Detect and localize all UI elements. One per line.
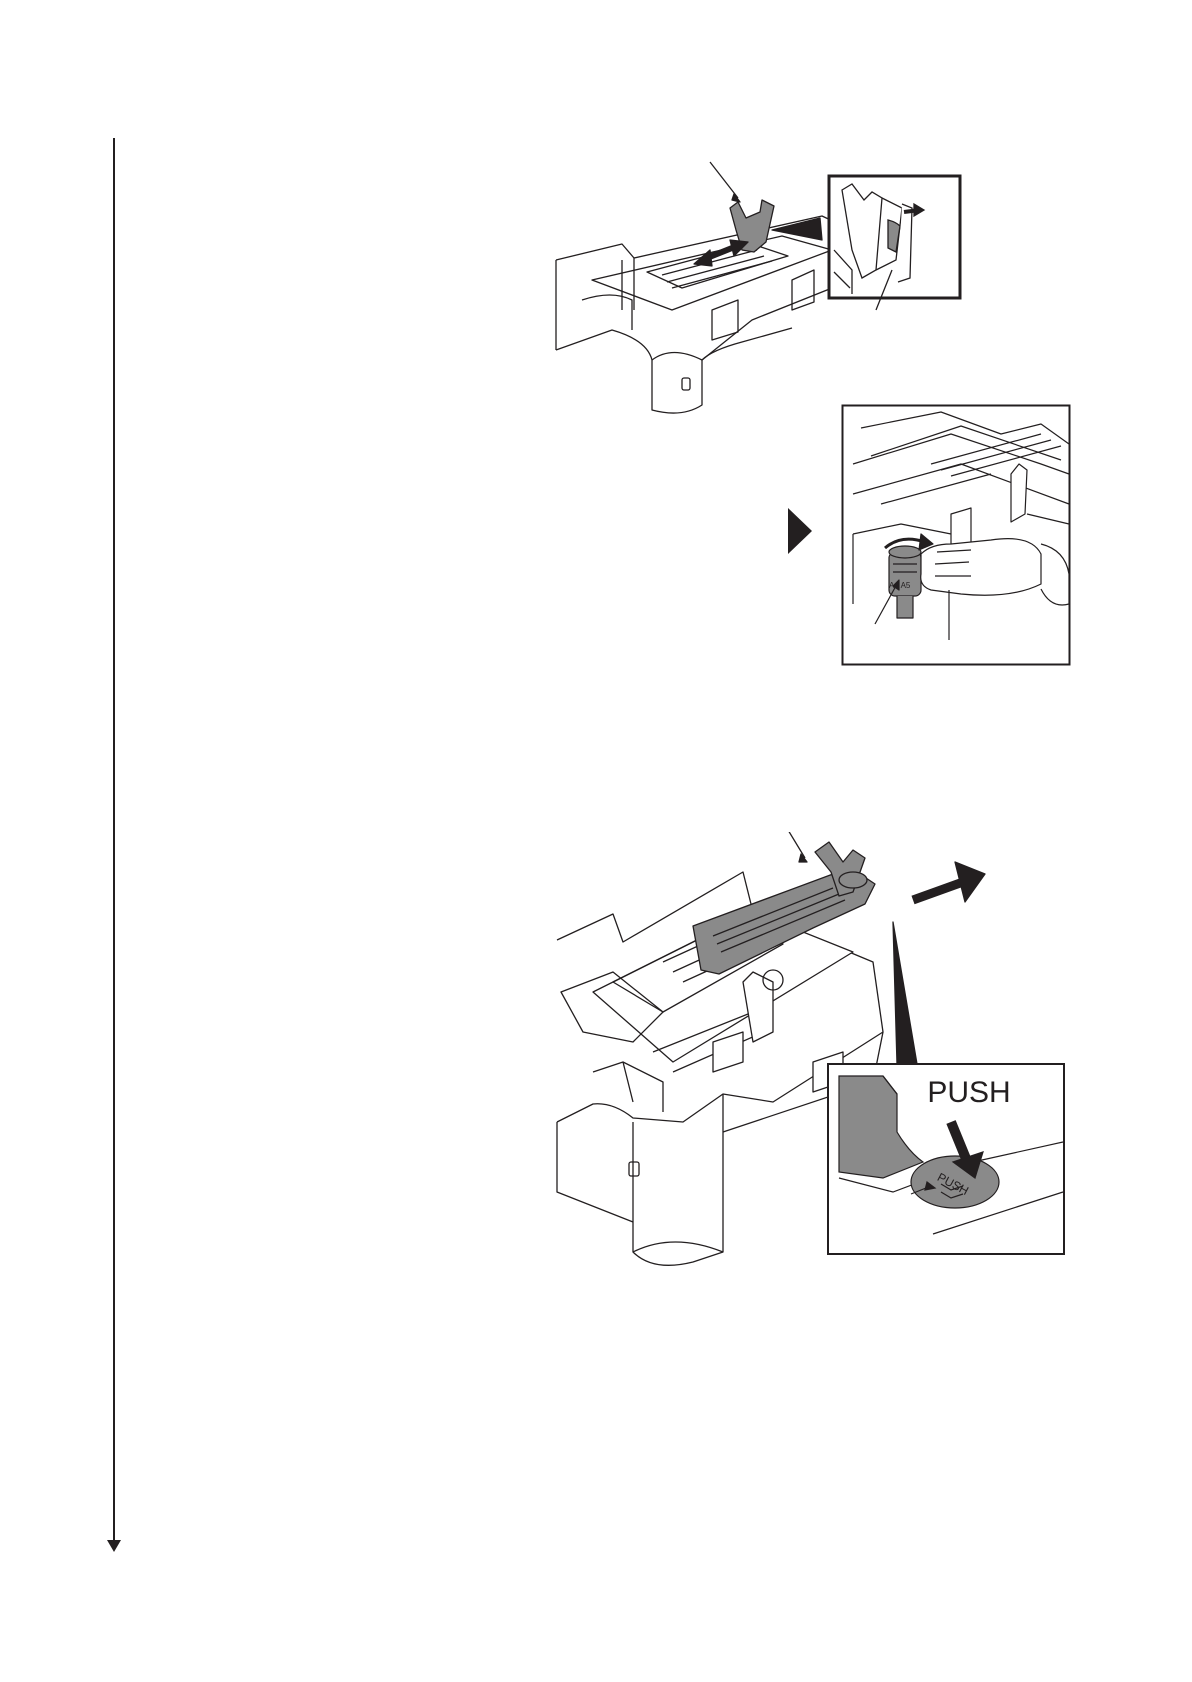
figure-length-guide-extend: PUSH PUSH: [553, 832, 1073, 1362]
procedure-flow-line: [113, 138, 115, 1544]
paper-length-guide-extend-icon: PUSH PUSH: [553, 832, 1073, 1362]
paper-size-dial-hand-icon: A4 A5: [841, 404, 1071, 666]
procedure-flow-arrow-icon: [107, 1540, 121, 1552]
dial-size-text: A4 A5: [889, 581, 911, 590]
guide-lock-lever-detail-icon: [829, 176, 960, 310]
push-button-detail: PUSH PUSH: [828, 1064, 1064, 1254]
next-step-arrow-icon: [788, 508, 812, 554]
figure-paper-size-dial: A4 A5: [841, 404, 1071, 666]
push-callout-label: PUSH: [927, 1076, 1010, 1109]
